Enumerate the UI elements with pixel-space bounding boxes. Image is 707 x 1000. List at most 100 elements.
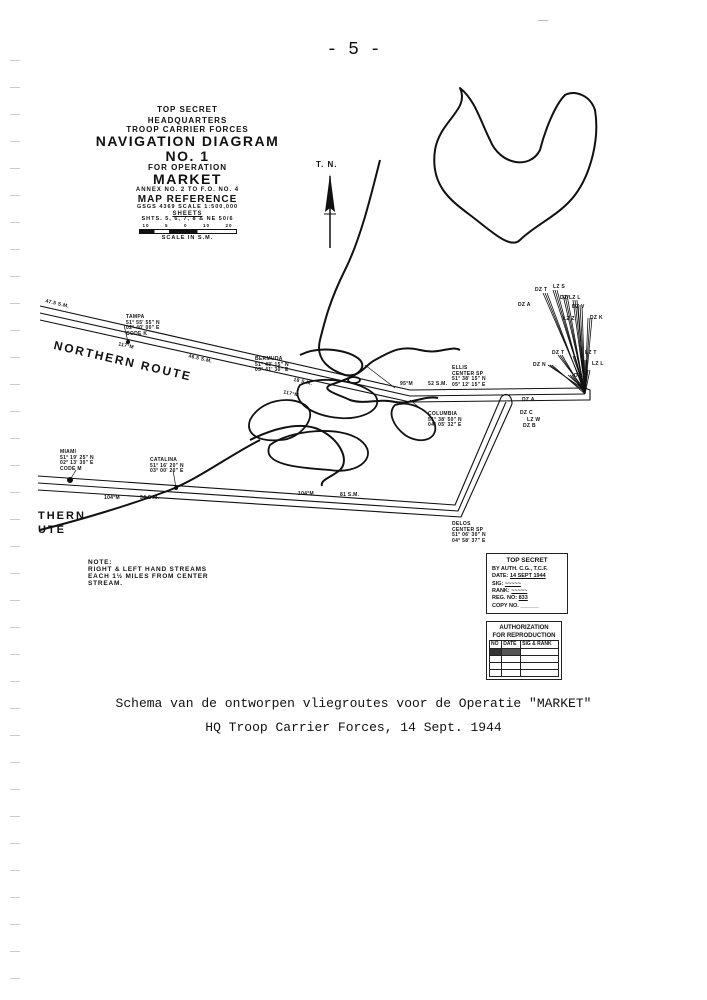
scale-tick: 10 (202, 223, 210, 229)
margin-tick (10, 114, 20, 115)
checkpoint-lat: 51° 55' 55" N (126, 319, 160, 326)
box-auth: BY AUTH. C.G., T.C.F. (492, 565, 548, 572)
scale-bar (138, 228, 237, 234)
drop-zone-label: LZ Z (563, 316, 575, 322)
margin-tick (10, 141, 20, 142)
drop-zone-label: DZ C (520, 410, 533, 416)
margin-tick (10, 897, 20, 898)
box-title: FOR REPRODUCTION (492, 633, 556, 640)
fan-line (551, 364, 586, 395)
margin-tick (10, 789, 20, 790)
drop-zone-label: DZ O (574, 373, 588, 379)
scale-ticks: 10 5 0 10 20 (143, 224, 233, 229)
note-line: EACH 1½ MILES FROM CENTER (88, 573, 209, 581)
drop-zone-label: DZ T (535, 287, 548, 293)
column-header: DATE (501, 640, 522, 649)
leg-label: 104°M (104, 495, 121, 501)
corner-mark (538, 20, 548, 21)
checkpoint-lat: 51° 19' 25" N (60, 454, 94, 461)
margin-tick (10, 276, 20, 277)
northern-route (39, 305, 591, 403)
box-title: TOP SECRET (506, 557, 548, 564)
margin-tick (10, 870, 20, 871)
margin-tick (10, 411, 20, 412)
margin-tick (10, 303, 20, 304)
islands (248, 376, 437, 472)
fan-line (576, 355, 586, 395)
fan-line (584, 369, 591, 395)
margin-tick (10, 438, 20, 439)
margin-tick (10, 384, 20, 385)
leg-label: 52 S.M. (428, 381, 448, 387)
drop-zone-label: DZ A (522, 397, 535, 403)
drop-zone-label: DZ V (572, 304, 585, 310)
classification: TOP SECRET (157, 105, 218, 114)
north-label: T. N. (316, 160, 338, 169)
checkpoint-lat: 51° 06' 30" N (452, 532, 486, 538)
margin-tick (10, 978, 20, 979)
fan-line (584, 369, 589, 393)
margin-tick (10, 681, 20, 682)
margin-tick (10, 465, 20, 466)
margin-tick (10, 222, 20, 223)
checkpoint-lon: 03° 41' 30" E (255, 367, 289, 373)
checkpoint-lon: 04° 05' 32" E (428, 422, 462, 428)
caption-line-2: HQ Troop Carrier Forces, 14 Sept. 1944 (205, 720, 502, 735)
leg-label: 104°M (298, 491, 315, 497)
checkpoint-lat: 51° 38' 15" N (452, 376, 486, 382)
note: NOTE: RIGHT & LEFT HAND STREAMS EACH 1½ … (88, 559, 208, 588)
leg-label: 95°M (400, 381, 413, 387)
margin-tick (10, 195, 20, 196)
margin-tick (10, 330, 20, 331)
drop-zone-label: LZ L (592, 361, 604, 367)
note-line: NOTE: (88, 559, 113, 566)
leader-lines (69, 324, 426, 489)
checkpoint-lat: 51° 38' 50" N (428, 416, 462, 423)
checkpoint-name: BERMUDA (255, 356, 283, 362)
fan-line (546, 292, 586, 395)
margin-tick (10, 168, 20, 169)
checkpoint-lon: 03° 00' 20" E (150, 468, 184, 474)
drop-zone-label: LZ S (553, 284, 566, 290)
southern-route-label: THERN (38, 510, 86, 522)
margin-tick (10, 492, 20, 493)
checkpoint-lat: 51° 16' 20" N (150, 462, 184, 469)
north-arrow-icon (324, 174, 336, 248)
margin-tick (10, 951, 20, 952)
scale-tick: 5 (164, 223, 169, 229)
note-line: RIGHT & LEFT HAND STREAMS (88, 566, 207, 574)
date-label: DATE: (492, 573, 509, 580)
checkpoint-sub: CENTER SP (452, 526, 484, 533)
leg-label: 81 S.M. (340, 492, 360, 498)
checkpoint-lon: 02° 13' 30" E (60, 460, 94, 466)
margin-tick (10, 546, 20, 547)
drop-zone-label: DZ T (552, 350, 565, 356)
margin-tick (10, 843, 20, 844)
org-line: HEADQUARTERS (147, 116, 228, 126)
checkpoint-lat: 51° 43' 15" N (255, 361, 289, 368)
annex: ANNEX NO. 2 TO F.O. NO. 4 (135, 186, 240, 193)
box-title: AUTHORIZATION (499, 625, 549, 631)
reg-label: REG. NO: (492, 595, 518, 602)
leg-label: 34 S.M. (140, 495, 160, 501)
reg-value: 833 (518, 595, 528, 602)
for-operation: FOR OPERATION (147, 162, 228, 172)
margin-tick (10, 627, 20, 628)
sig-label: SIG: (492, 580, 504, 587)
date-value: 14 SEPT 1944 (509, 573, 546, 580)
margin-tick (10, 654, 20, 655)
rank-label: RANK: (492, 588, 510, 595)
scale-tick: 20 (225, 223, 233, 229)
margin-tick (10, 357, 20, 358)
drop-zone-label: DZ N (533, 362, 546, 368)
checkpoint-name: ELLIS (452, 365, 468, 371)
sheets: SHTS. 5, 6, 7, 8 & NE 50/6 (141, 216, 234, 223)
checkpoint-code: CODE K (126, 330, 148, 337)
